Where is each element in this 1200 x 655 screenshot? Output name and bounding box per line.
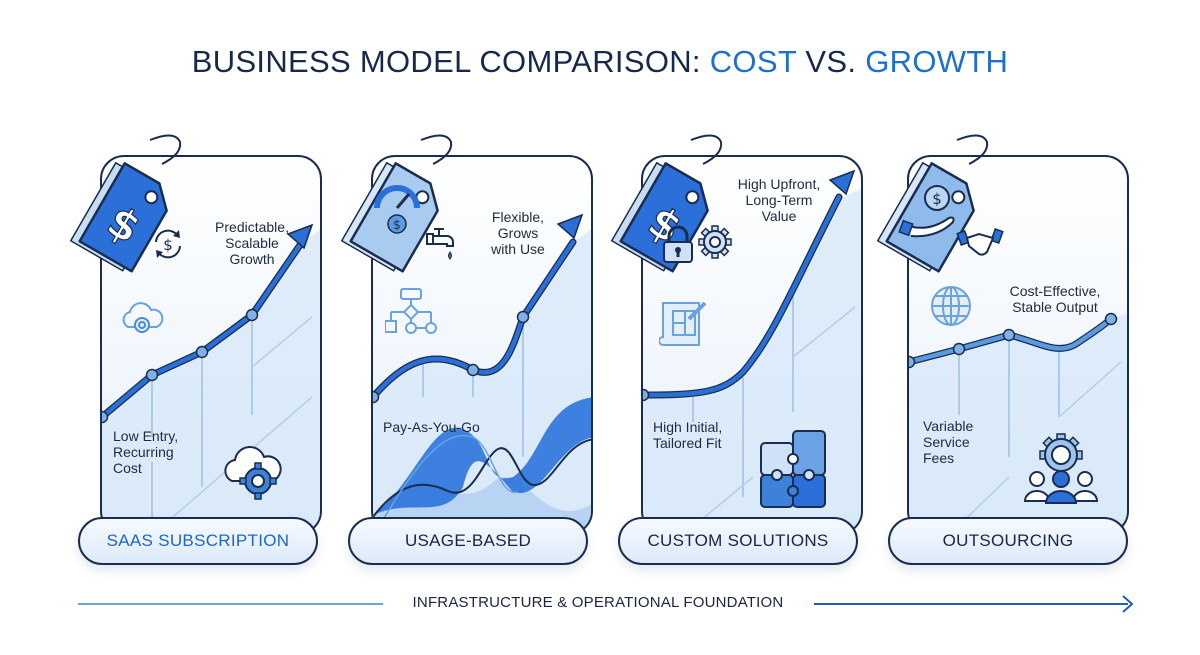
usage-top-label-line: Grows	[497, 225, 539, 241]
card-outsourcing	[907, 155, 1129, 535]
saas-bottom-label-line: Cost	[113, 460, 142, 476]
saas-top-label-line: Scalable	[225, 235, 279, 251]
custom-top-label-line: Long-Term	[745, 192, 813, 208]
title-cost: COST	[709, 44, 797, 79]
title-vs: VS.	[796, 44, 866, 79]
recurring-dollar-icon: $	[155, 229, 181, 259]
svg-text:$: $	[393, 218, 401, 232]
foundation-line-left	[78, 603, 383, 605]
page-title: BUSINESS MODEL COMPARISON: COST VS. GROW…	[0, 44, 1200, 80]
outsourcing-price-tag: $	[869, 128, 1004, 278]
saas-subscription-button[interactable]: SAAS SUBSCRIPTION	[78, 517, 318, 565]
outsourcing-label: OUTSOURCING	[942, 531, 1074, 550]
custom-growth-arrow-icon	[828, 169, 856, 196]
usage-bottom-label-line: Pay-As-You-Go	[383, 419, 480, 435]
foundation-arrow-icon	[1122, 595, 1134, 613]
custom-bottom-label: High Initial, Tailored Fit	[653, 419, 763, 451]
custom-top-label-line: Value	[761, 208, 797, 224]
custom-top-label: High Upfront, Long-Term Value	[724, 176, 834, 224]
custom-price-tag: $	[603, 128, 732, 278]
price-tag-hand-dollar-icon: $	[876, 134, 989, 273]
outsourcing-bottom-label-line: Service	[923, 434, 970, 450]
cloud-gear-large-icon	[224, 446, 282, 500]
faucet-icon	[426, 228, 454, 260]
title-growth: GROWTH	[865, 44, 1009, 79]
outsourcing-bottom-label-line: Variable	[923, 418, 974, 434]
price-tag-gauge-icon: $	[340, 134, 453, 273]
outsourcing-bottom-label: Variable Service Fees	[923, 418, 1023, 466]
svg-text:$: $	[932, 190, 942, 208]
usage-based-label: USAGE-BASED	[404, 531, 532, 550]
saas-price-tag: $ $	[62, 128, 182, 278]
card-custom	[641, 155, 863, 535]
blueprint-icon	[659, 301, 707, 346]
usage-growth-arrow-icon	[556, 213, 584, 240]
custom-top-label-line: High Upfront,	[737, 176, 821, 192]
usage-top-label: Flexible, Grows with Use	[468, 209, 568, 257]
saas-bottom-label-line: Recurring	[113, 444, 174, 460]
outsourcing-top-label: Cost-Effective, Stable Output	[1000, 283, 1110, 315]
usage-top-label-line: with Use	[491, 241, 545, 257]
gear-icon	[698, 225, 732, 259]
handshake-icon	[956, 228, 1004, 256]
custom-solutions-button[interactable]: CUSTOM SOLUTIONS	[618, 517, 858, 565]
saas-subscription-label: SAAS SUBSCRIPTION	[106, 531, 290, 550]
card-saas	[100, 155, 322, 535]
puzzle-icon	[760, 430, 826, 508]
outsourcing-growth-chart	[909, 312, 1127, 533]
outsourcing-button[interactable]: OUTSOURCING	[888, 517, 1128, 565]
outsourcing-top-label-line: Cost-Effective,	[1009, 283, 1101, 299]
saas-bottom-label: Low Entry, Recurring Cost	[113, 428, 213, 476]
flowchart-icon	[385, 288, 437, 334]
lock-icon	[663, 225, 693, 263]
outsourcing-top-label-line: Stable Output	[1012, 299, 1098, 315]
usage-based-button[interactable]: USAGE-BASED	[348, 517, 588, 565]
team-gear-icon	[1023, 433, 1099, 504]
saas-top-label-line: Growth	[229, 251, 275, 267]
svg-text:$: $	[163, 236, 173, 254]
outsourcing-bottom-label-line: Fees	[923, 450, 955, 466]
globe-icon	[931, 286, 971, 326]
saas-growth-arrow-icon	[286, 223, 314, 250]
custom-solutions-label: CUSTOM SOLUTIONS	[647, 531, 829, 550]
saas-top-label: Predictable, Scalable Growth	[192, 219, 312, 267]
custom-bottom-label-line: High Initial,	[653, 419, 723, 435]
saas-bottom-label-line: Low Entry,	[113, 428, 179, 444]
usage-bottom-label: Pay-As-You-Go	[383, 419, 523, 435]
foundation-label: INFRASTRUCTURE & OPERATIONAL FOUNDATION	[412, 594, 784, 611]
saas-top-label-line: Predictable,	[215, 219, 289, 235]
cloud-gear-icon	[122, 302, 164, 333]
usage-price-tag: $	[333, 128, 454, 278]
title-part-1: BUSINESS MODEL COMPARISON:	[191, 44, 710, 79]
foundation-line-right	[814, 603, 1128, 605]
custom-bottom-label-line: Tailored Fit	[653, 435, 722, 451]
usage-top-label-line: Flexible,	[491, 209, 545, 225]
price-tag-dollar-icon: $	[69, 134, 182, 273]
